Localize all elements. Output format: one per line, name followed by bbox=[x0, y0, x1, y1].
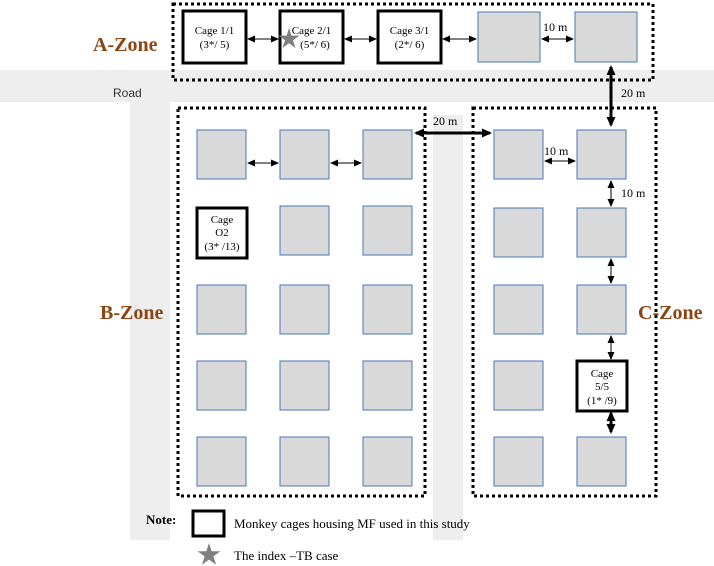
legend-study-cage-text: Monkey cages housing MF used in this stu… bbox=[234, 516, 470, 531]
cage-id: 5/5 bbox=[595, 381, 610, 393]
cage-label: Cage 2/1 bbox=[292, 25, 331, 37]
study-cage-a3: Cage 3/1 (2*/ 6) bbox=[376, 9, 443, 65]
index-tb-star-icon bbox=[278, 28, 300, 48]
cage bbox=[576, 207, 627, 258]
road-horizontal bbox=[0, 70, 714, 102]
cage bbox=[477, 11, 541, 63]
road-network bbox=[0, 70, 714, 540]
cage bbox=[279, 284, 330, 335]
cage-count: (1* /9) bbox=[587, 395, 617, 407]
cage bbox=[493, 360, 544, 411]
cage bbox=[196, 436, 247, 487]
cage bbox=[362, 436, 413, 487]
distance-label: 10 m bbox=[544, 144, 569, 158]
cage bbox=[196, 129, 247, 180]
study-cage-b-o2: Cage O2 (3* /13) bbox=[195, 206, 249, 260]
cage-count: (5*/ 6) bbox=[300, 39, 330, 51]
cage-count: (3*/ 5) bbox=[200, 39, 230, 51]
cage-label: Cage 1/1 bbox=[195, 25, 234, 37]
legend-study-cage-swatch bbox=[191, 509, 226, 538]
road-label: Road bbox=[113, 86, 142, 100]
distance-label: 10 m bbox=[543, 20, 568, 34]
distance-label: 10 m bbox=[621, 186, 646, 200]
zone-c-outline bbox=[471, 106, 658, 498]
study-cage-c-5-5: Cage 5/5 (1* /9) bbox=[575, 359, 629, 413]
legend-star-icon bbox=[197, 543, 221, 565]
study-cage-a1: Cage 1/1 (3*/ 5) bbox=[181, 9, 248, 65]
cage bbox=[362, 129, 413, 180]
cage-label: Cage bbox=[211, 214, 234, 226]
zone-c-title: C-Zone bbox=[638, 302, 703, 324]
cage bbox=[279, 205, 330, 256]
connectors bbox=[247, 35, 615, 360]
cage bbox=[493, 129, 544, 180]
road-vertical-left bbox=[130, 95, 170, 540]
thick-connectors bbox=[414, 65, 616, 434]
cage bbox=[574, 11, 638, 63]
distance-label: 20 m bbox=[433, 114, 458, 128]
cage bbox=[493, 436, 544, 487]
study-cage-a2: Cage 2/1 (5*/ 6) bbox=[278, 9, 345, 65]
cage-count: (3* /13) bbox=[204, 241, 239, 253]
cage bbox=[196, 284, 247, 335]
cage bbox=[362, 360, 413, 411]
legend: Note: Monkey cages housing MF used in th… bbox=[146, 509, 470, 565]
generic-cages bbox=[196, 11, 638, 487]
legend-star-text: The index –TB case bbox=[234, 548, 339, 563]
cage bbox=[362, 284, 413, 335]
cage bbox=[196, 360, 247, 411]
zone-a-outline bbox=[171, 2, 655, 82]
cage-label: Cage 3/1 bbox=[390, 25, 429, 37]
cage bbox=[279, 436, 330, 487]
cage-label: Cage bbox=[591, 368, 614, 380]
cage bbox=[576, 436, 627, 487]
cage bbox=[576, 129, 627, 180]
cage-count: (2*/ 6) bbox=[395, 39, 425, 51]
cage bbox=[279, 360, 330, 411]
cage bbox=[493, 207, 544, 258]
note-title: Note: bbox=[146, 512, 176, 527]
cage bbox=[493, 284, 544, 335]
cage bbox=[362, 205, 413, 256]
distance-label: 20 m bbox=[621, 86, 646, 100]
cage bbox=[279, 129, 330, 180]
cage bbox=[576, 284, 627, 335]
zone-a-title: A-Zone bbox=[93, 34, 158, 56]
cage-id: O2 bbox=[215, 227, 228, 239]
zone-b-outline bbox=[176, 106, 427, 498]
road-vertical-middle bbox=[433, 115, 463, 540]
zone-b-title: B-Zone bbox=[100, 302, 163, 324]
